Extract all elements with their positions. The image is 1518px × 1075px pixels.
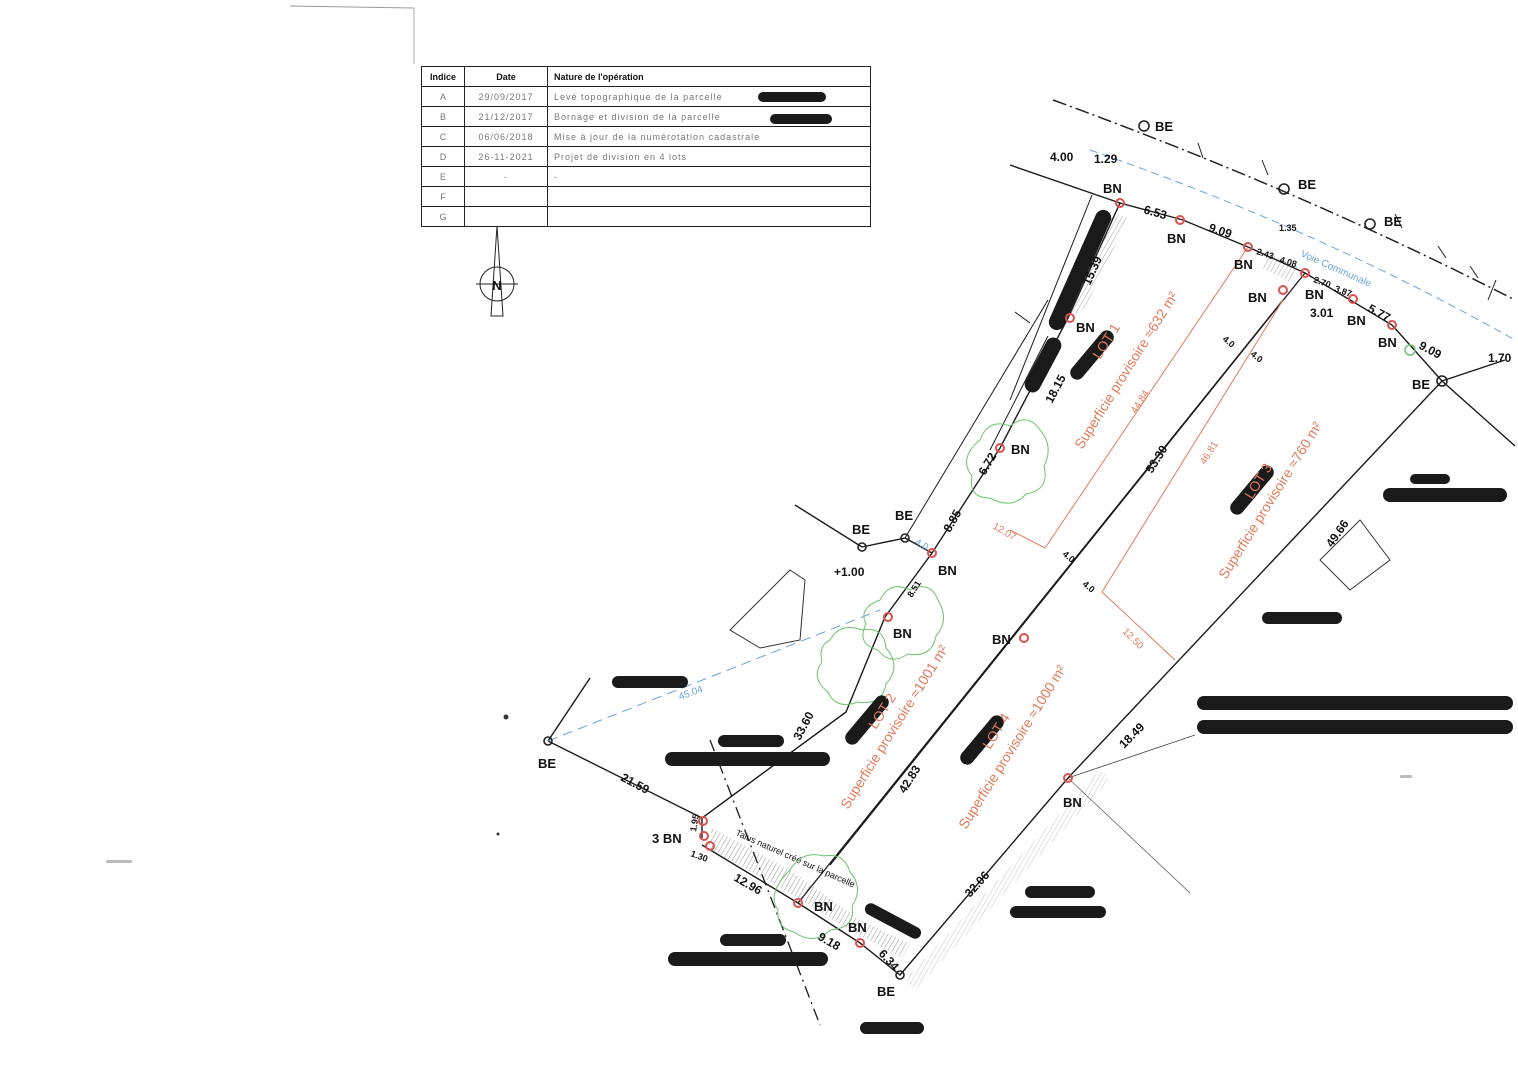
dimension-label: 9.09	[1417, 338, 1444, 361]
dimension-label: 42.83	[896, 762, 924, 795]
be-marker-icons	[543, 120, 1448, 980]
bn-label: BN	[1305, 287, 1324, 302]
bn-label: BN	[1248, 290, 1267, 305]
dimension-label: 6.53	[1142, 202, 1169, 222]
north-label: N	[492, 278, 501, 293]
lot-dimension-label: 44.84	[1129, 388, 1152, 415]
three-bn-label: 3 BN	[652, 831, 682, 846]
lot-dimension-label: 12.07	[991, 521, 1019, 543]
dimension-label: 4.0	[1081, 579, 1097, 595]
bn-label: BN	[992, 632, 1011, 647]
axis-dash-dot-line	[709, 739, 821, 1026]
road-edge-line	[1089, 149, 1516, 341]
bn-label: BN	[1347, 313, 1366, 328]
road-axis-line	[1052, 99, 1516, 301]
bn-label: BN	[1234, 257, 1253, 272]
dimension-label: 9.18	[816, 929, 844, 953]
dimension-label: +1.00	[834, 565, 865, 579]
scan-edge-line	[289, 5, 415, 9]
bn-marker-icons	[698, 198, 1397, 948]
be-label: BE	[877, 984, 895, 999]
dimension-label: 3.01	[1310, 306, 1334, 320]
dimension-label: 18.49	[1116, 720, 1147, 751]
lot-dimension-label: 12.50	[1120, 626, 1146, 652]
dimension-label: 8.51	[905, 579, 923, 599]
dimension-label: 49.66	[1323, 517, 1352, 550]
north-arrow-icon: N	[476, 225, 518, 317]
be-label: BE	[1155, 119, 1173, 134]
lot-division-lines	[797, 272, 1306, 904]
table-row: G	[421, 206, 871, 227]
dimension-label: 4.0	[1061, 549, 1077, 565]
bn-label: BN	[848, 920, 867, 935]
dimension-label: 1.30	[689, 848, 709, 863]
revision-table-header: Indice Date Nature de l'opération	[421, 66, 871, 87]
redaction-marks	[612, 92, 1513, 1034]
table-row: F	[421, 186, 871, 207]
bn-label: BN	[938, 563, 957, 578]
dimension-label: 4.00	[1050, 150, 1074, 164]
dimension-label: 21.59	[619, 770, 652, 797]
road-tick-marks	[1197, 142, 1497, 301]
bn-label: BN	[1378, 335, 1397, 350]
bn-label: BN	[893, 626, 912, 641]
lot-outline-red	[1009, 246, 1284, 661]
blue-dashed-line	[547, 609, 881, 742]
row-operation	[547, 206, 871, 227]
dimension-label: 33.60	[790, 709, 817, 742]
dimension-label: 53.30	[1143, 442, 1171, 475]
dimension-label: 1.95	[688, 813, 701, 832]
bn-labels: BN BN BN BN BN BN BN BN BN BN BN BN BN B…	[652, 181, 1397, 935]
hatched-talus-zones	[708, 210, 1391, 990]
be-label: BE	[538, 756, 556, 771]
bn-label: BN	[1063, 795, 1082, 810]
dimension-label: 8.85	[940, 507, 964, 535]
bn-label: BN	[1076, 320, 1095, 335]
lot-3-area: Superficie provisoire ≈760 m²	[1215, 418, 1325, 581]
dimension-label: 1.29	[1094, 152, 1118, 166]
bn-label: BN	[1103, 181, 1122, 196]
be-label: BE	[1384, 214, 1402, 229]
dimension-label: 1.35	[1279, 223, 1297, 233]
be-label: BE	[852, 522, 870, 537]
dimension-label: 2.43	[1255, 246, 1275, 261]
be-label: BE	[1412, 377, 1430, 392]
be-label: BE	[1298, 177, 1316, 192]
bn-label: BN	[1167, 231, 1186, 246]
be-label: BE	[895, 508, 913, 523]
green-marker-icon	[1404, 344, 1416, 356]
dimension-label: 9.09	[1207, 221, 1234, 242]
tree-icons	[773, 419, 1049, 939]
bn-label: BN	[1011, 442, 1030, 457]
dimension-label: 1.70	[1488, 351, 1512, 365]
be-labels: BE BE BE BE BE BE BE BE	[538, 119, 1430, 999]
lot-dimension-label: 46.81	[1198, 439, 1221, 466]
bn-label: BN	[814, 899, 833, 914]
dimension-label: 4.0	[1221, 334, 1237, 350]
dimension-label: 18.15	[1042, 372, 1069, 405]
scan-specks	[106, 714, 1412, 863]
